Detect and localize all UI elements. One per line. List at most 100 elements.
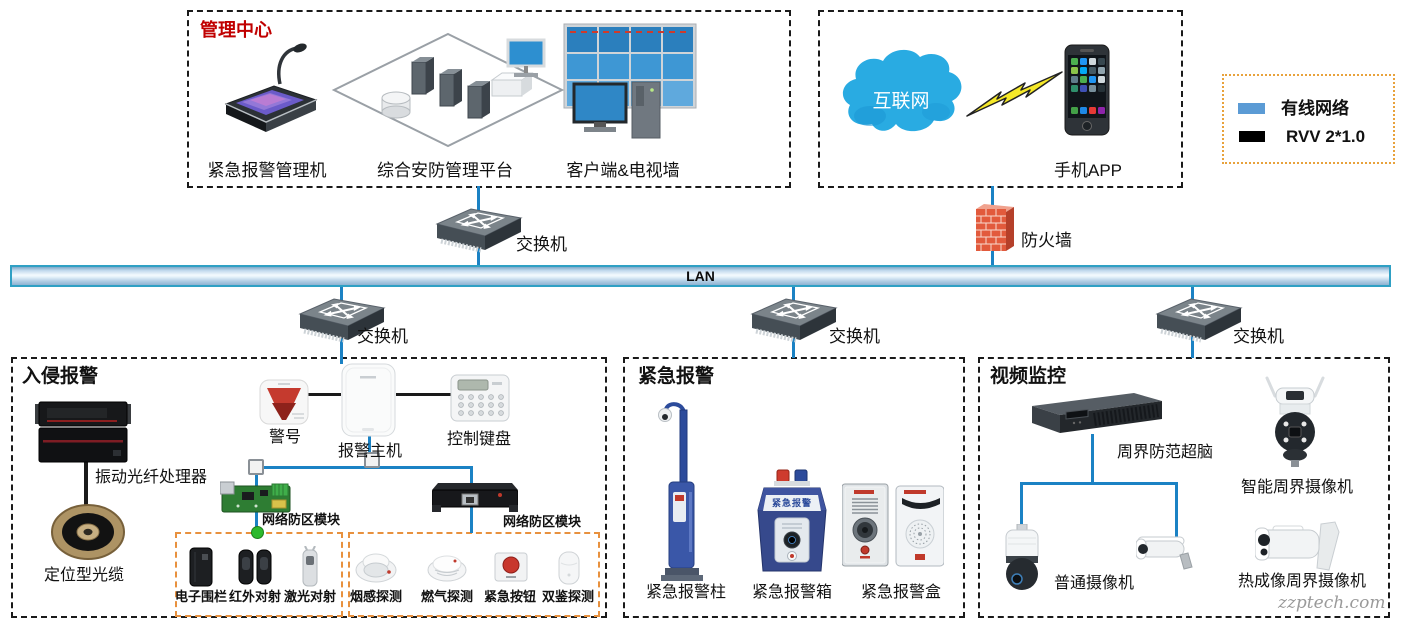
video-title: 视频监控	[990, 366, 1067, 387]
thermal-camera-icon	[1255, 521, 1340, 571]
emergency-box-sign-text: 紧急报警	[771, 498, 812, 508]
control-keypad-icon	[450, 374, 510, 422]
fiber-processor-label: 振动光纤处理器	[95, 469, 208, 486]
emergency-switch-label: 交换机	[829, 327, 880, 346]
phone-app-label: 手机APP	[1053, 161, 1123, 180]
legend-wired-swatch	[1238, 103, 1265, 114]
internet-zone-box	[818, 10, 1183, 188]
dome-ptz-camera-icon	[1005, 524, 1039, 590]
electronic-fence-label: 电子围栏	[174, 589, 227, 604]
laser-beam-label: 激光对射	[283, 589, 336, 604]
smoke-detector-icon	[355, 553, 397, 583]
management-center-box	[187, 10, 791, 188]
intrusion-switch-label: 交换机	[357, 327, 408, 346]
emergency-panel-label: 紧急报警盒	[860, 584, 941, 601]
line-nvr-down	[1091, 434, 1094, 484]
smart-perimeter-camera-icon	[1265, 376, 1325, 467]
legend-box	[1222, 74, 1395, 164]
fiber-cable-label: 定位型光缆	[44, 567, 125, 584]
emergency-title: 紧急报警	[638, 366, 715, 387]
intrusion-title: 入侵报警	[22, 366, 99, 387]
firewall-label: 防火墙	[1021, 231, 1072, 250]
watermark-text: zzptech.com	[1278, 593, 1386, 613]
lan-label: LAN	[686, 268, 715, 284]
management-center-title: 管理中心	[200, 20, 272, 40]
electronic-fence-icon	[189, 547, 213, 587]
emergency-alarm-box	[623, 357, 965, 618]
firewall-icon	[976, 204, 1014, 251]
video-surveillance-box	[978, 357, 1390, 618]
client-monitor	[506, 38, 546, 77]
dual-tech-label: 双鉴探测	[541, 589, 594, 604]
lightning-bolt-icon	[966, 71, 1063, 117]
tv-wall-label: 客户端&电视墙	[566, 161, 680, 180]
zone-module-box-icon	[432, 483, 518, 512]
emergency-alarm-box-icon	[757, 469, 827, 572]
emergency-pillar-label: 紧急报警柱	[645, 584, 726, 601]
core-switch-icon	[435, 208, 523, 253]
app-grid	[1071, 58, 1105, 114]
infrared-beam-icon	[238, 549, 272, 585]
internet-cloud-icon	[842, 49, 962, 132]
emergency-pillar-icon	[658, 402, 703, 581]
dual-tech-detector-icon	[558, 551, 580, 585]
line-host-to-keypad	[396, 393, 453, 396]
panic-button-label: 紧急按钮	[483, 589, 536, 604]
legend-rvv-label: RVV 2*1.0	[1286, 127, 1366, 146]
point-detector-group-box	[348, 532, 600, 617]
siren-icon	[259, 379, 309, 425]
database-cylinder	[381, 91, 411, 119]
fiber-processor-icon	[35, 401, 131, 463]
line-dome-camera-drop	[1020, 482, 1023, 529]
line-siren-to-host	[299, 393, 341, 396]
security-platform-servers-icon	[331, 32, 565, 148]
laser-beam-icon	[302, 546, 318, 587]
gas-detector-label: 燃气探测	[420, 589, 473, 604]
lan-bus-bar: LAN	[10, 265, 1391, 287]
client-front-monitor	[572, 82, 628, 132]
line-bullet-camera-drop	[1175, 482, 1178, 539]
normal-camera-label: 普通摄像机	[1053, 575, 1134, 592]
zone-module-pcb-icon	[220, 481, 291, 513]
server-tower-2	[439, 69, 462, 107]
alarm-host-icon	[341, 363, 396, 437]
thermal-camera-label: 热成像周界摄像机	[1237, 573, 1366, 590]
legend-wired-label: 有线网络	[1281, 99, 1349, 118]
internet-cloud-label: 互联网	[872, 91, 930, 112]
server-tower-3	[467, 81, 490, 119]
smoke-detector-label: 烟感探测	[349, 589, 402, 604]
bullet-camera-icon	[1136, 536, 1193, 570]
emergency-switch-icon	[750, 298, 838, 343]
fiber-cable-spool-icon	[51, 504, 125, 560]
gas-detector-icon	[427, 555, 467, 582]
zone-module-right-label: 网络防区模块	[503, 514, 582, 529]
siren-label: 警号	[268, 429, 301, 446]
alarm-console-label: 紧急报警管理机	[207, 161, 327, 180]
emergency-panel-icon	[842, 483, 944, 567]
smart-camera-label: 智能周界摄像机	[1240, 479, 1353, 496]
core-switch-label: 交换机	[516, 235, 567, 254]
bus-connector-left	[248, 459, 264, 475]
keypad-label: 控制键盘	[446, 431, 511, 448]
intrusion-alarm-box	[11, 357, 607, 618]
platform-label: 综合安防管理平台	[377, 161, 513, 180]
line-camera-bus	[1020, 482, 1178, 485]
wall-tower-server	[631, 81, 661, 139]
bus-connector-host	[364, 452, 380, 468]
intrusion-switch-icon	[298, 298, 386, 343]
alarm-host-label: 报警主机	[337, 443, 402, 460]
legend-rvv-swatch	[1239, 131, 1265, 142]
zone-module-left-label: 网络防区模块	[262, 512, 341, 527]
tv-wall-icon	[563, 23, 697, 139]
emergency-alarm-console-icon	[224, 43, 318, 132]
panic-button-icon	[494, 552, 528, 582]
video-switch-label: 交换机	[1233, 327, 1284, 346]
server-tower-1	[411, 57, 434, 95]
video-switch-icon	[1155, 298, 1243, 343]
line-processor-to-cable	[84, 460, 88, 510]
infrared-beam-label: 红外对射	[228, 589, 281, 604]
emergency-box-label: 紧急报警箱	[751, 584, 832, 601]
nvr-label: 周界防范超脑	[1117, 444, 1214, 461]
nvr-super-brain-icon	[1032, 393, 1162, 433]
